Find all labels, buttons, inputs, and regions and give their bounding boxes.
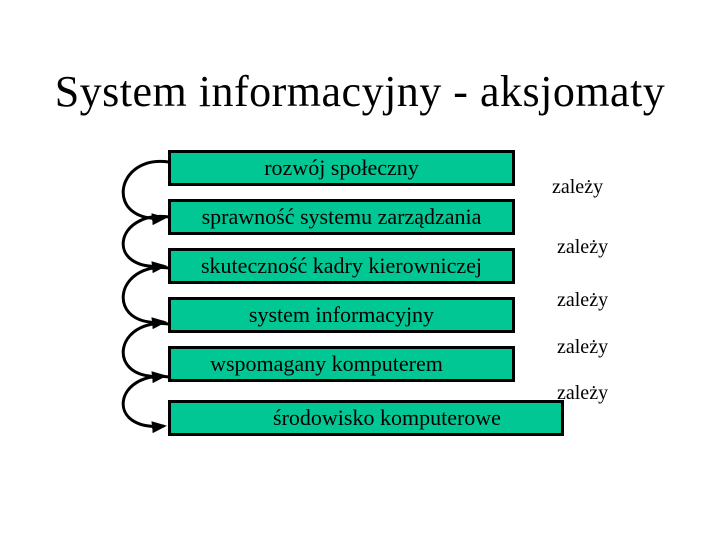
axiom-box-label: rozwój społeczny bbox=[264, 155, 419, 180]
dependency-label-5: zależy bbox=[557, 382, 609, 404]
dependency-arrow-4 bbox=[121, 322, 170, 384]
axiom-box-skutecznosc-kadry-kierowniczej: skuteczność kadry kierowniczej bbox=[168, 248, 515, 284]
axiom-box-label: sprawność systemu zarządzania bbox=[201, 204, 482, 229]
slide-title: System informacyjny - aksjomaty bbox=[54, 67, 666, 116]
axiom-box-label: system informacyjny bbox=[248, 302, 435, 327]
dependency-label-2: zależy bbox=[557, 236, 609, 258]
axiom-box-label: wspomagany komputerem bbox=[210, 351, 443, 376]
axiom-box-system-informacyjny: system informacyjny bbox=[168, 297, 515, 333]
dependency-label-1: zależy bbox=[552, 176, 604, 198]
dependency-label-4: zależy bbox=[557, 336, 609, 358]
dependency-arrow-2 bbox=[121, 215, 170, 274]
axiom-box-label: środowisko komputerowe bbox=[273, 405, 501, 430]
axiom-box-label: skuteczność kadry kierowniczej bbox=[201, 253, 482, 278]
dependency-arrow-3 bbox=[121, 266, 170, 330]
axiom-box-rozwoj-spoleczny: rozwój społeczny bbox=[168, 150, 515, 186]
dependency-arrow-1 bbox=[121, 159, 170, 226]
dependency-arrow-5 bbox=[121, 375, 170, 434]
dependency-label-3: zależy bbox=[557, 289, 609, 311]
axiom-box-srodowisko-komputerowe: środowisko komputerowe bbox=[168, 400, 564, 436]
axiom-box-wspomagany-komputerem: wspomagany komputerem bbox=[168, 346, 515, 382]
axiom-box-sprawnosc-systemu-zarzadzania: sprawność systemu zarządzania bbox=[168, 199, 515, 235]
